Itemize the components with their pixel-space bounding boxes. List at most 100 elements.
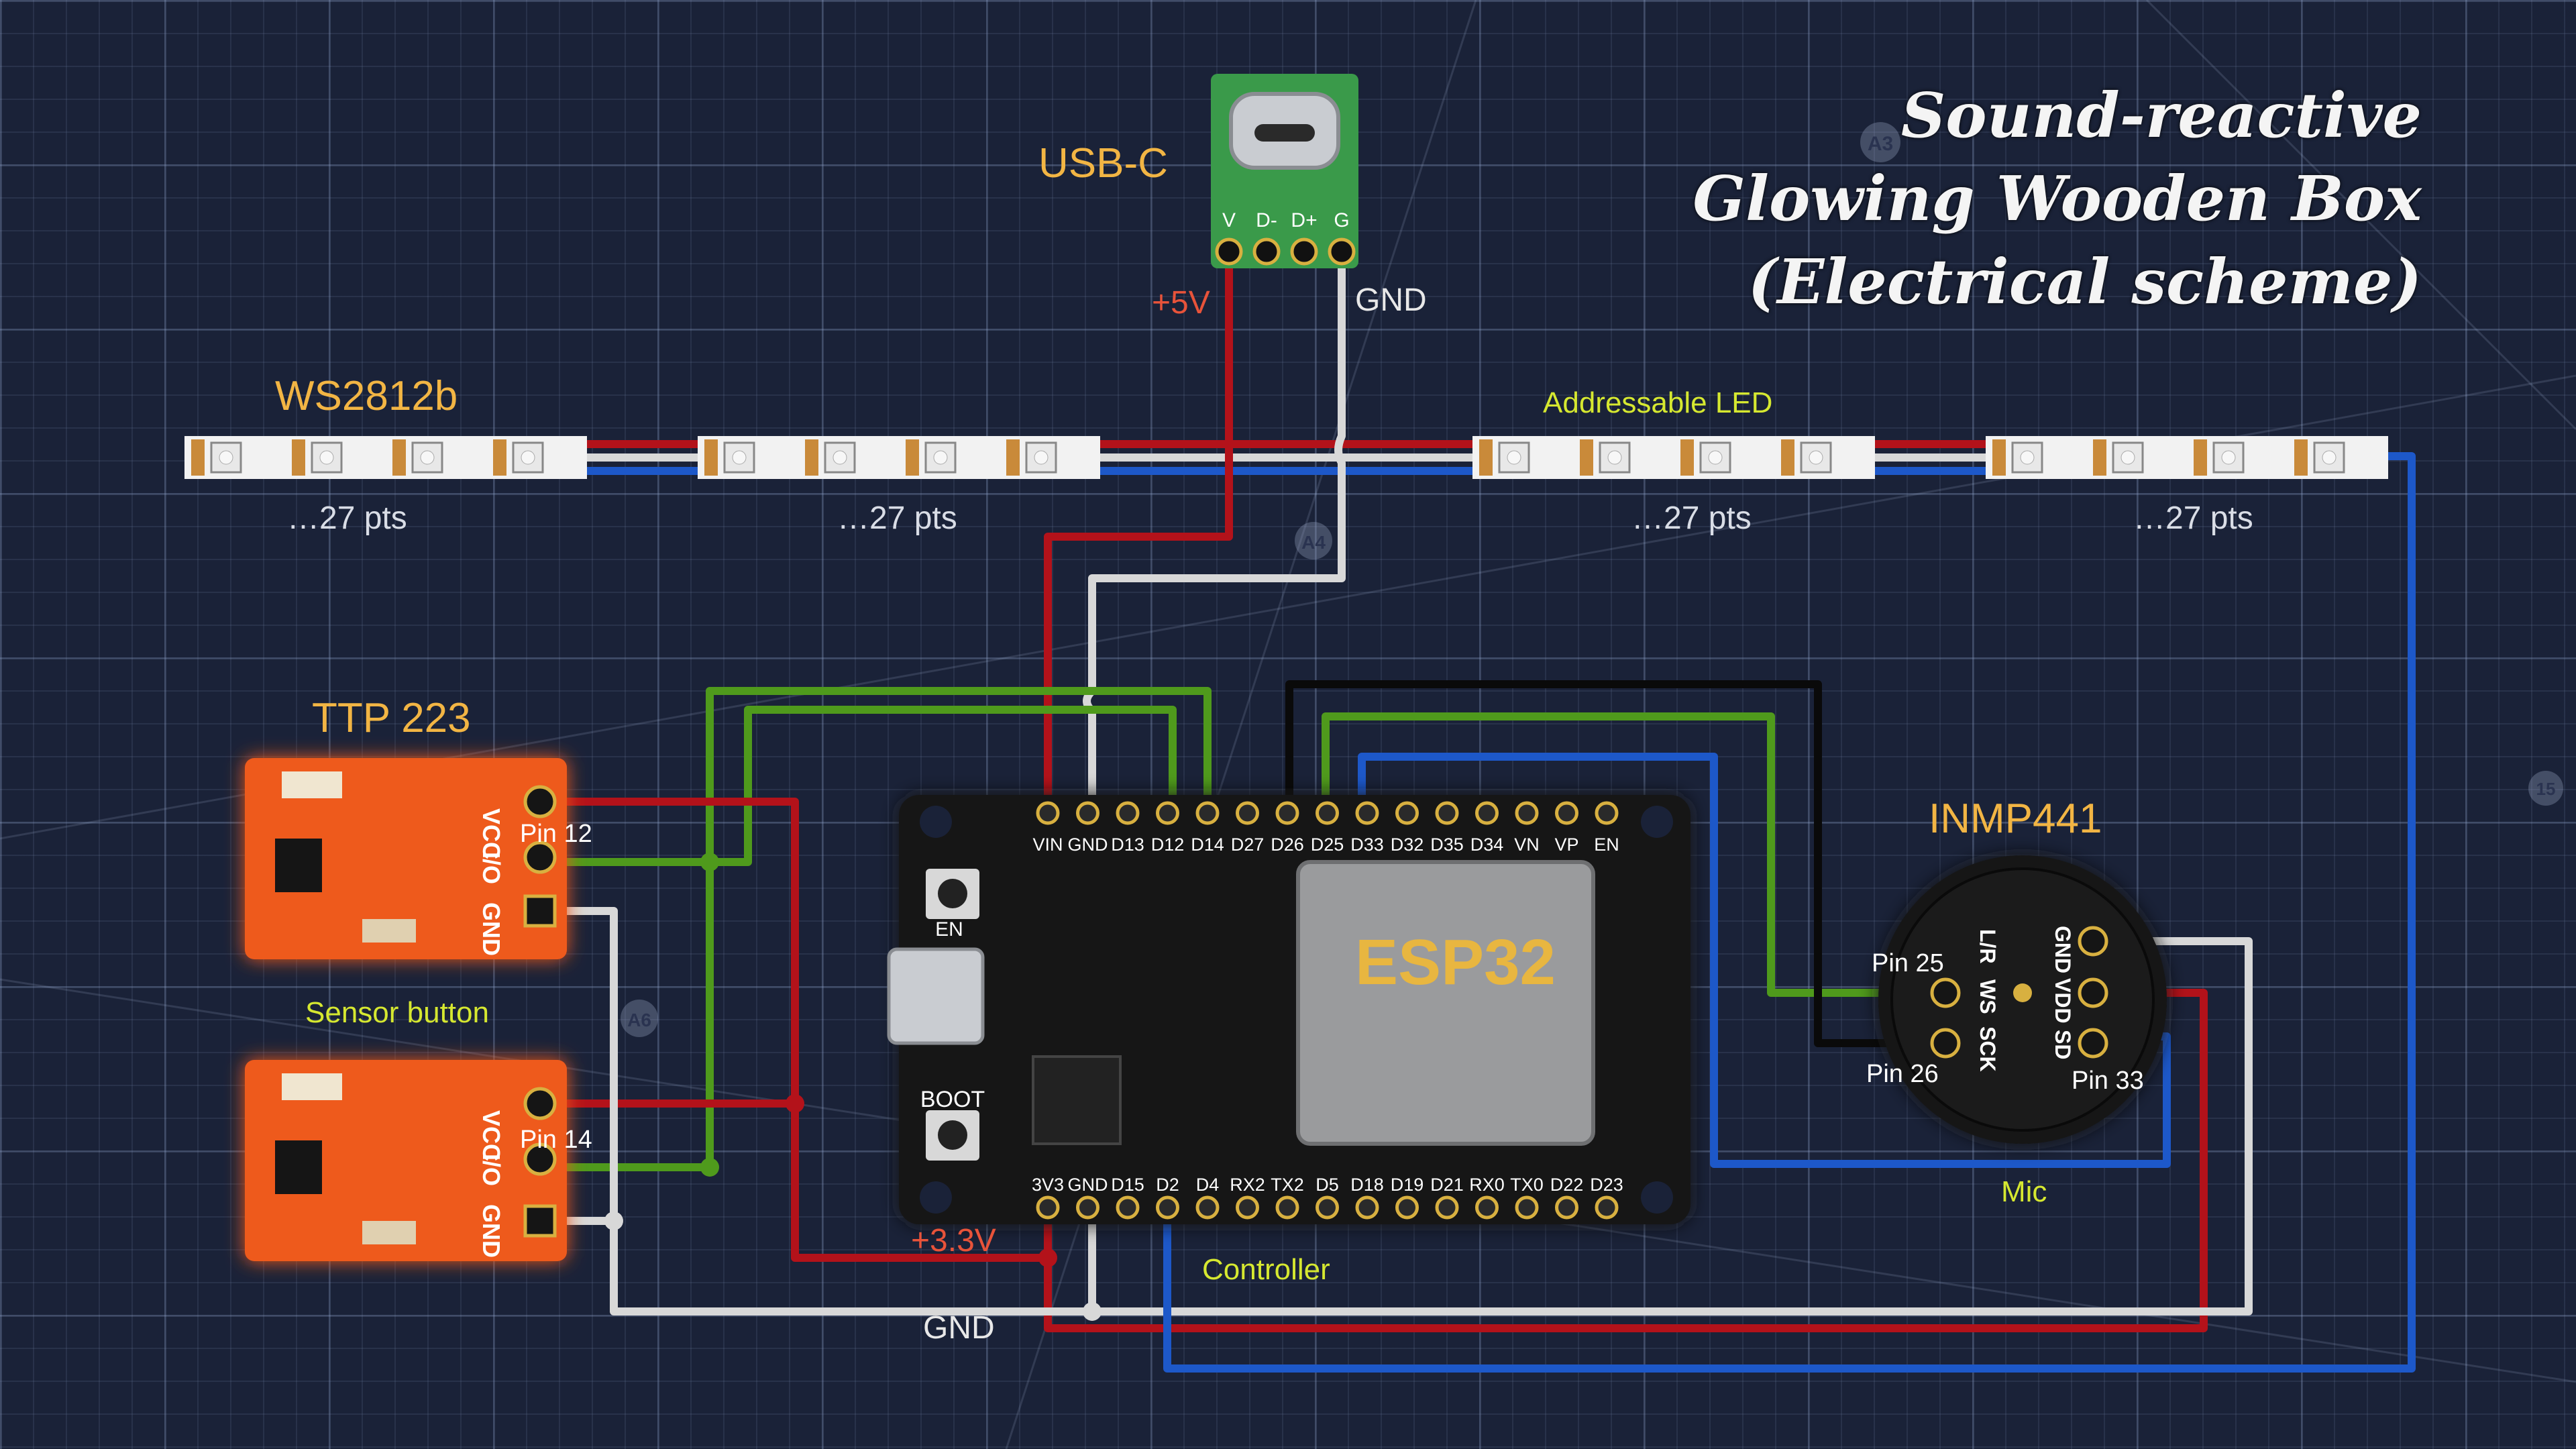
led-lens — [933, 450, 948, 465]
led-solder-pad — [1006, 439, 1020, 476]
led-segment-4-count: …27 pts — [2133, 500, 2253, 536]
ttp2-pin-io: I/O — [478, 1154, 505, 1186]
esp-bottom-pin-label-d19: D19 — [1391, 1175, 1424, 1195]
usb-pin-dminus: D- — [1256, 209, 1277, 231]
led-solder-pad — [2294, 439, 2308, 476]
ws2812b-title: WS2812b — [275, 373, 458, 419]
esp-bottom-pin-label-d5: D5 — [1316, 1175, 1339, 1195]
title-line-2: Glowing Wooden Box — [1693, 162, 2422, 235]
esp-bottom-pin-label-rx0: RX0 — [1469, 1175, 1505, 1195]
esp-boot-label: BOOT — [920, 1087, 985, 1112]
esp-top-pin-label-d27: D27 — [1231, 835, 1265, 855]
esp-bottom-pin-hole — [1116, 1195, 1140, 1220]
esp-top-pin-hole — [1275, 801, 1299, 825]
led-lens — [1708, 450, 1723, 465]
esp-top-pin-hole — [1195, 801, 1220, 825]
esp-bottom-pin-label-d18: D18 — [1350, 1175, 1384, 1195]
usb-c-module: V D- D+ G — [1211, 74, 1358, 268]
esp-bottom-pin-hole — [1515, 1195, 1539, 1220]
led-lens — [319, 450, 334, 465]
esp-bottom-pin-label-d22: D22 — [1550, 1175, 1584, 1195]
esp-bottom-pin-hole — [1156, 1195, 1179, 1220]
esp-top-pin-hole — [1076, 801, 1099, 825]
esp32-title: ESP32 — [1355, 926, 1556, 998]
esp-top-pin-label-vn: VN — [1514, 835, 1540, 855]
esp-bottom-pin-label-d15: D15 — [1111, 1175, 1144, 1195]
led-lens — [1507, 450, 1521, 465]
esp-top-pin-label-d25: D25 — [1311, 835, 1344, 855]
led-segment-3-count: …27 pts — [1631, 500, 1752, 536]
mic-pin33-label: Pin 33 — [2072, 1067, 2144, 1095]
controller-caption: Controller — [1202, 1253, 1330, 1286]
esp-bottom-pin-hole — [1236, 1195, 1259, 1220]
led-chip — [2011, 441, 2043, 474]
usb-pin-v: V — [1222, 209, 1236, 231]
led-lens — [2121, 450, 2135, 465]
led-solder-pad — [1479, 439, 1493, 476]
led-solder-pad — [292, 439, 305, 476]
led-solder-pad — [1580, 439, 1593, 476]
mic-pin-vdd: VDD — [2051, 978, 2075, 1024]
main-wires — [540, 255, 2416, 1373]
esp-3v3-label: +3.3V — [911, 1223, 996, 1258]
led-chip — [1800, 441, 1832, 474]
esp-bottom-pin-label-rx2: RX2 — [1230, 1175, 1265, 1195]
led-lens — [521, 450, 535, 465]
esp-bottom-pin-hole — [1355, 1195, 1379, 1220]
led-solder-pad — [191, 439, 205, 476]
usb-pin-g: G — [1334, 209, 1349, 231]
esp-top-pin-hole — [1156, 801, 1179, 825]
esp-bottom-pin-label-d4: D4 — [1196, 1175, 1220, 1195]
diagram-title: Sound-reactive Glowing Wooden Box (Elect… — [1693, 74, 2422, 323]
esp-bottom-pin-hole — [1076, 1195, 1099, 1220]
led-segment-2-count: …27 pts — [837, 500, 957, 536]
led-lens — [1034, 450, 1049, 465]
junctions — [604, 853, 1102, 1321]
led-solder-pad — [493, 439, 506, 476]
ttp2-pin-gnd: GND — [478, 1204, 505, 1258]
esp-top-pin-label-vin: VIN — [1032, 835, 1063, 855]
mic-caption: Mic — [2001, 1175, 2047, 1208]
led-solder-pad — [1781, 439, 1794, 476]
esp-top-pin-label-d12: D12 — [1151, 835, 1185, 855]
esp-bottom-pin-hole — [1435, 1195, 1459, 1220]
title-line-1: Sound-reactive — [1900, 79, 2422, 152]
led-chip — [1025, 441, 1057, 474]
esp-gnd-label: GND — [923, 1310, 995, 1346]
marker-a4: A4 — [1301, 532, 1326, 553]
grid-markers: A3 A4 A6 15 — [621, 122, 2563, 1037]
title-line-3: (Electrical scheme) — [1748, 246, 2422, 318]
esp-bottom-pin-label-tx0: TX0 — [1510, 1175, 1544, 1195]
esp-top-pin-label-d13: D13 — [1111, 835, 1144, 855]
led-lens — [833, 450, 847, 465]
marker-a6: A6 — [627, 1010, 651, 1030]
esp-top-pin-hole — [1355, 801, 1379, 825]
esp-bottom-pin-label-d23: D23 — [1590, 1175, 1623, 1195]
led-lens — [420, 450, 435, 465]
mic-pin-sd: SD — [2051, 1030, 2075, 1059]
esp-top-pin-hole — [1475, 801, 1499, 825]
esp-top-pin-hole — [1116, 801, 1140, 825]
esp-en-label: EN — [935, 918, 963, 941]
esp-top-pin-hole — [1515, 801, 1539, 825]
led-strip — [184, 436, 2388, 479]
esp-top-pin-hole — [1595, 801, 1619, 825]
led-solder-pad — [906, 439, 919, 476]
esp-top-pin-label-en: EN — [1594, 835, 1619, 855]
mic-pin26-label: Pin 26 — [1866, 1060, 1939, 1088]
esp-top-pin-hole — [1435, 801, 1459, 825]
led-solder-pad — [2093, 439, 2106, 476]
mic-pin-gnd: GND — [2051, 926, 2075, 973]
ttp223-board-1: VCC I/O GND — [245, 758, 567, 959]
sensor-button-caption: Sensor button — [305, 996, 489, 1029]
strip-wires — [587, 440, 1986, 475]
led-solder-pad — [1992, 439, 2006, 476]
esp-top-pin-hole — [1555, 801, 1578, 825]
esp-bottom-pin-hole — [1316, 1195, 1339, 1220]
led-chip — [512, 441, 544, 474]
esp-bottom-pin-label-d21: D21 — [1430, 1175, 1464, 1195]
usb-gnd-label: GND — [1355, 282, 1427, 318]
ttp223-title: TTP 223 — [312, 695, 471, 741]
